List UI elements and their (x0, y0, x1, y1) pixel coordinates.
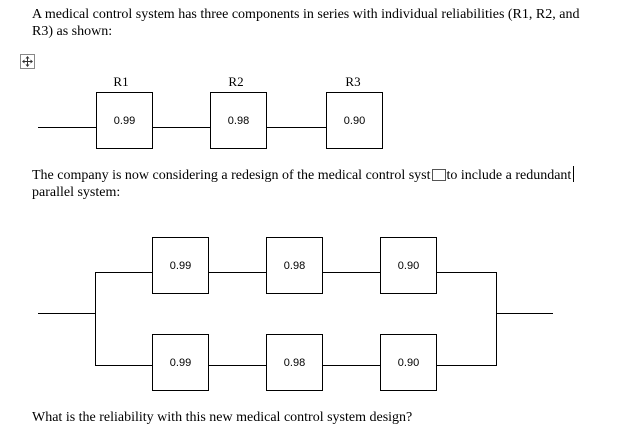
top-branch-lead (95, 272, 152, 273)
bottom-link-1 (209, 365, 266, 366)
bottom-box-1: 0.99 (152, 334, 209, 391)
parallel-right-rail (496, 272, 497, 366)
top-box-1: 0.99 (152, 237, 209, 294)
top-box-3: 0.90 (380, 237, 437, 294)
series-link-2 (267, 127, 326, 128)
r2-box: 0.98 (210, 92, 267, 149)
parallel-input-line (38, 313, 95, 314)
r2-label: R2 (228, 74, 244, 89)
r1-value: 0.99 (113, 114, 136, 127)
top-link-2 (323, 272, 380, 273)
r3-value: 0.90 (343, 114, 366, 127)
r2-value: 0.98 (227, 114, 250, 127)
bottom-link-2 (323, 365, 380, 366)
series-link-1 (153, 127, 210, 128)
intro-paragraph: A medical control system has three compo… (32, 7, 580, 39)
redesign-paragraph: The company is now considering a redesig… (32, 166, 612, 201)
bottom-branch-lead (95, 365, 152, 366)
top-link-1 (209, 272, 266, 273)
parallel-output-line (496, 313, 553, 314)
final-question: What is the reliability with this new me… (32, 410, 413, 425)
redesign-text-line2: parallel system: (32, 185, 121, 200)
bottom-branch-tail (437, 365, 496, 366)
redesign-text-end: to include a redundant (446, 168, 572, 183)
overlay-box (431, 169, 446, 181)
top-value-3: 0.90 (397, 259, 420, 272)
top-branch-tail (437, 272, 496, 273)
four-way-arrow-icon[interactable] (20, 54, 35, 69)
r3-label: R3 (345, 74, 361, 89)
bottom-value-1: 0.99 (169, 356, 192, 369)
r3-box: 0.90 (326, 92, 383, 149)
bottom-value-2: 0.98 (283, 356, 306, 369)
bottom-value-3: 0.90 (397, 356, 420, 369)
redesign-text-start: The company is now considering a redesig… (32, 168, 431, 183)
top-value-2: 0.98 (283, 259, 306, 272)
text-cursor (573, 166, 575, 182)
top-box-2: 0.98 (266, 237, 323, 294)
bottom-box-2: 0.98 (266, 334, 323, 391)
bottom-box-3: 0.90 (380, 334, 437, 391)
parallel-left-rail (95, 272, 96, 365)
top-value-1: 0.99 (169, 259, 192, 272)
r1-box: 0.99 (96, 92, 153, 149)
r1-label: R1 (113, 74, 129, 89)
series-input-line (38, 127, 96, 128)
